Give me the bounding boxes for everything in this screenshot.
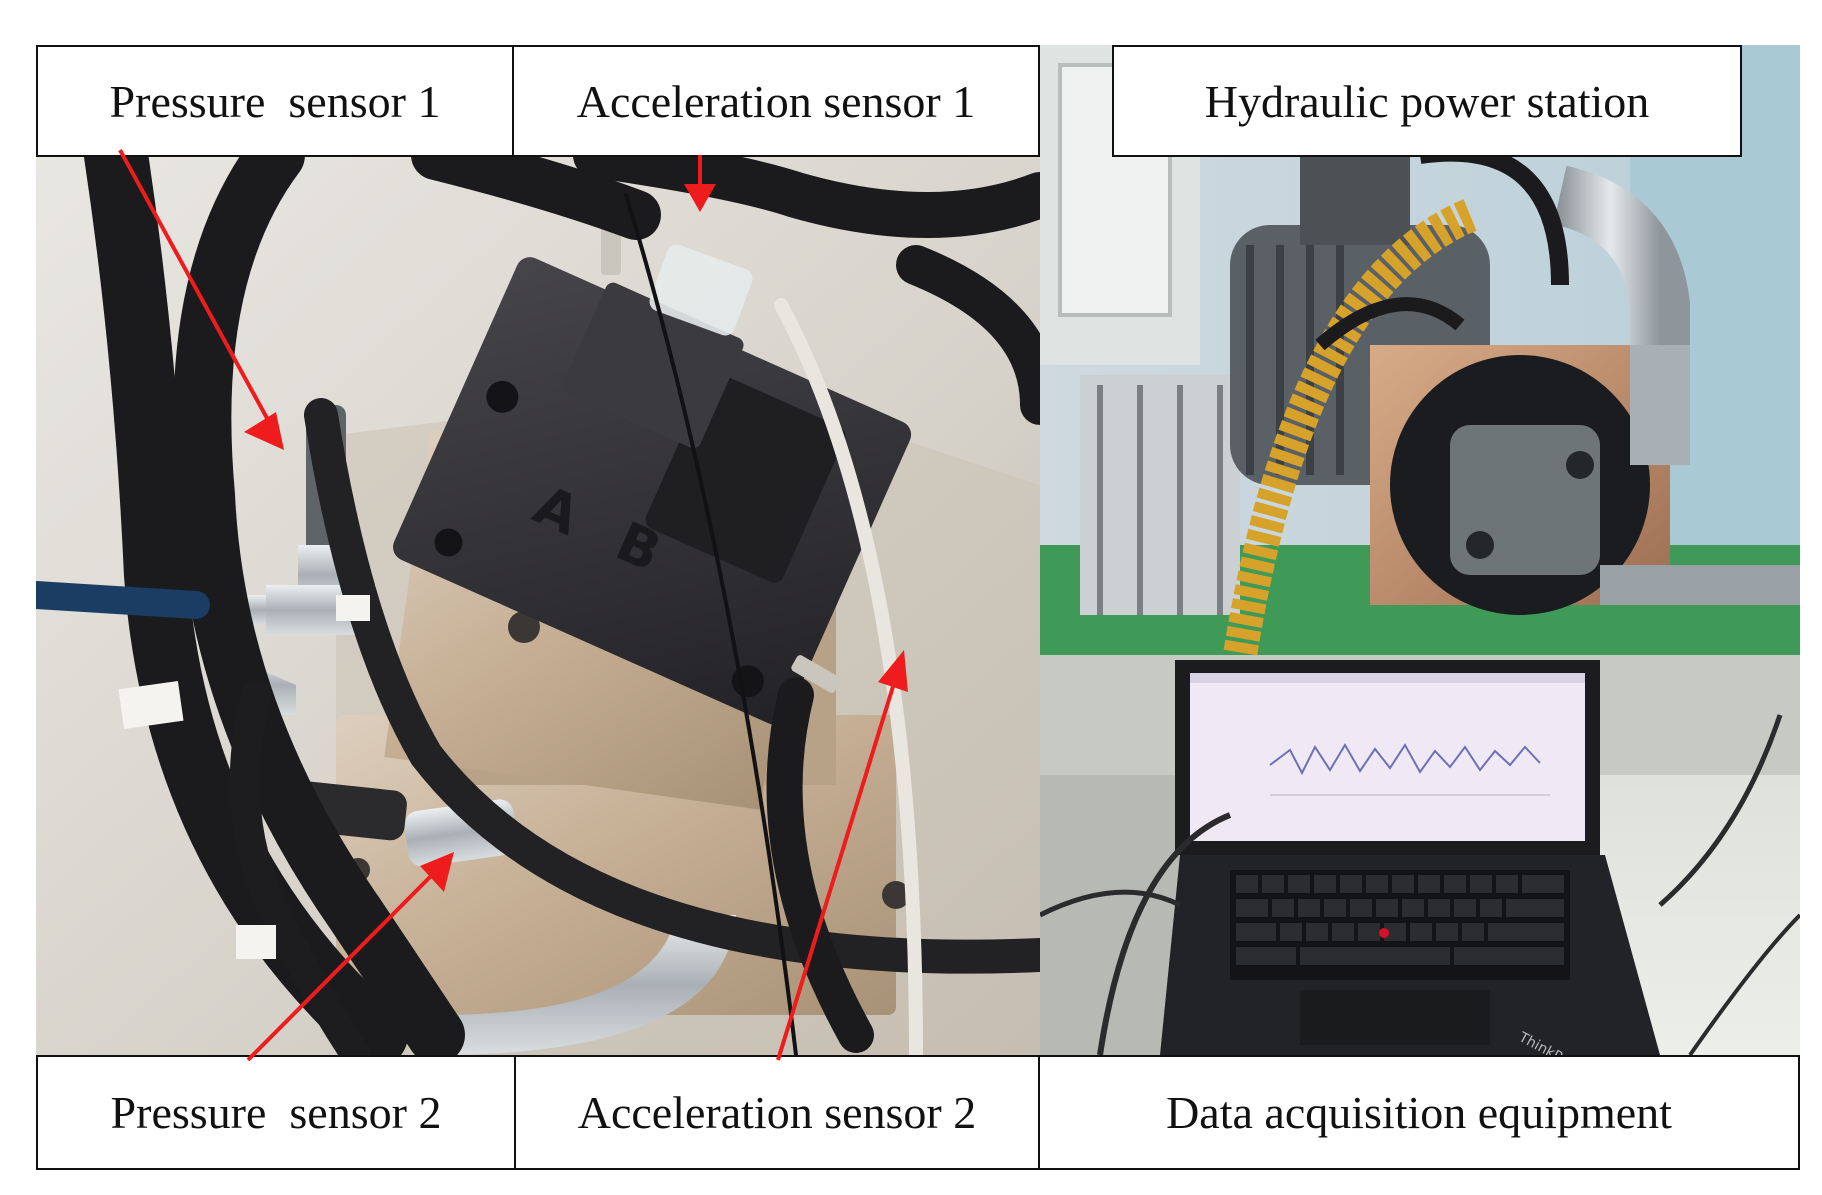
laptop-screen [1190,673,1585,841]
label-data-acquisition-equipment: Data acquisition equipment [1038,1055,1800,1170]
valve-assembly-photo: A B [36,155,1040,1055]
label-acceleration-sensor-1: Acceleration sensor 1 [512,45,1040,157]
data-acquisition-photo: ThinkPad [1040,655,1800,1055]
label-acceleration-sensor-2: Acceleration sensor 2 [514,1055,1040,1170]
label-hydraulic-power-station: Hydraulic power station [1112,45,1742,157]
laptop-keyboard [1230,870,1570,980]
label-pressure-sensor-2: Pressure sensor 2 [36,1055,516,1170]
directional-valve: A B [393,257,912,725]
yellow-suction-hose [1223,199,1477,655]
trackpoint [1379,928,1389,938]
laptop-touchpad [1300,990,1490,1045]
label-pressure-sensor-1: Pressure sensor 1 [36,45,514,157]
